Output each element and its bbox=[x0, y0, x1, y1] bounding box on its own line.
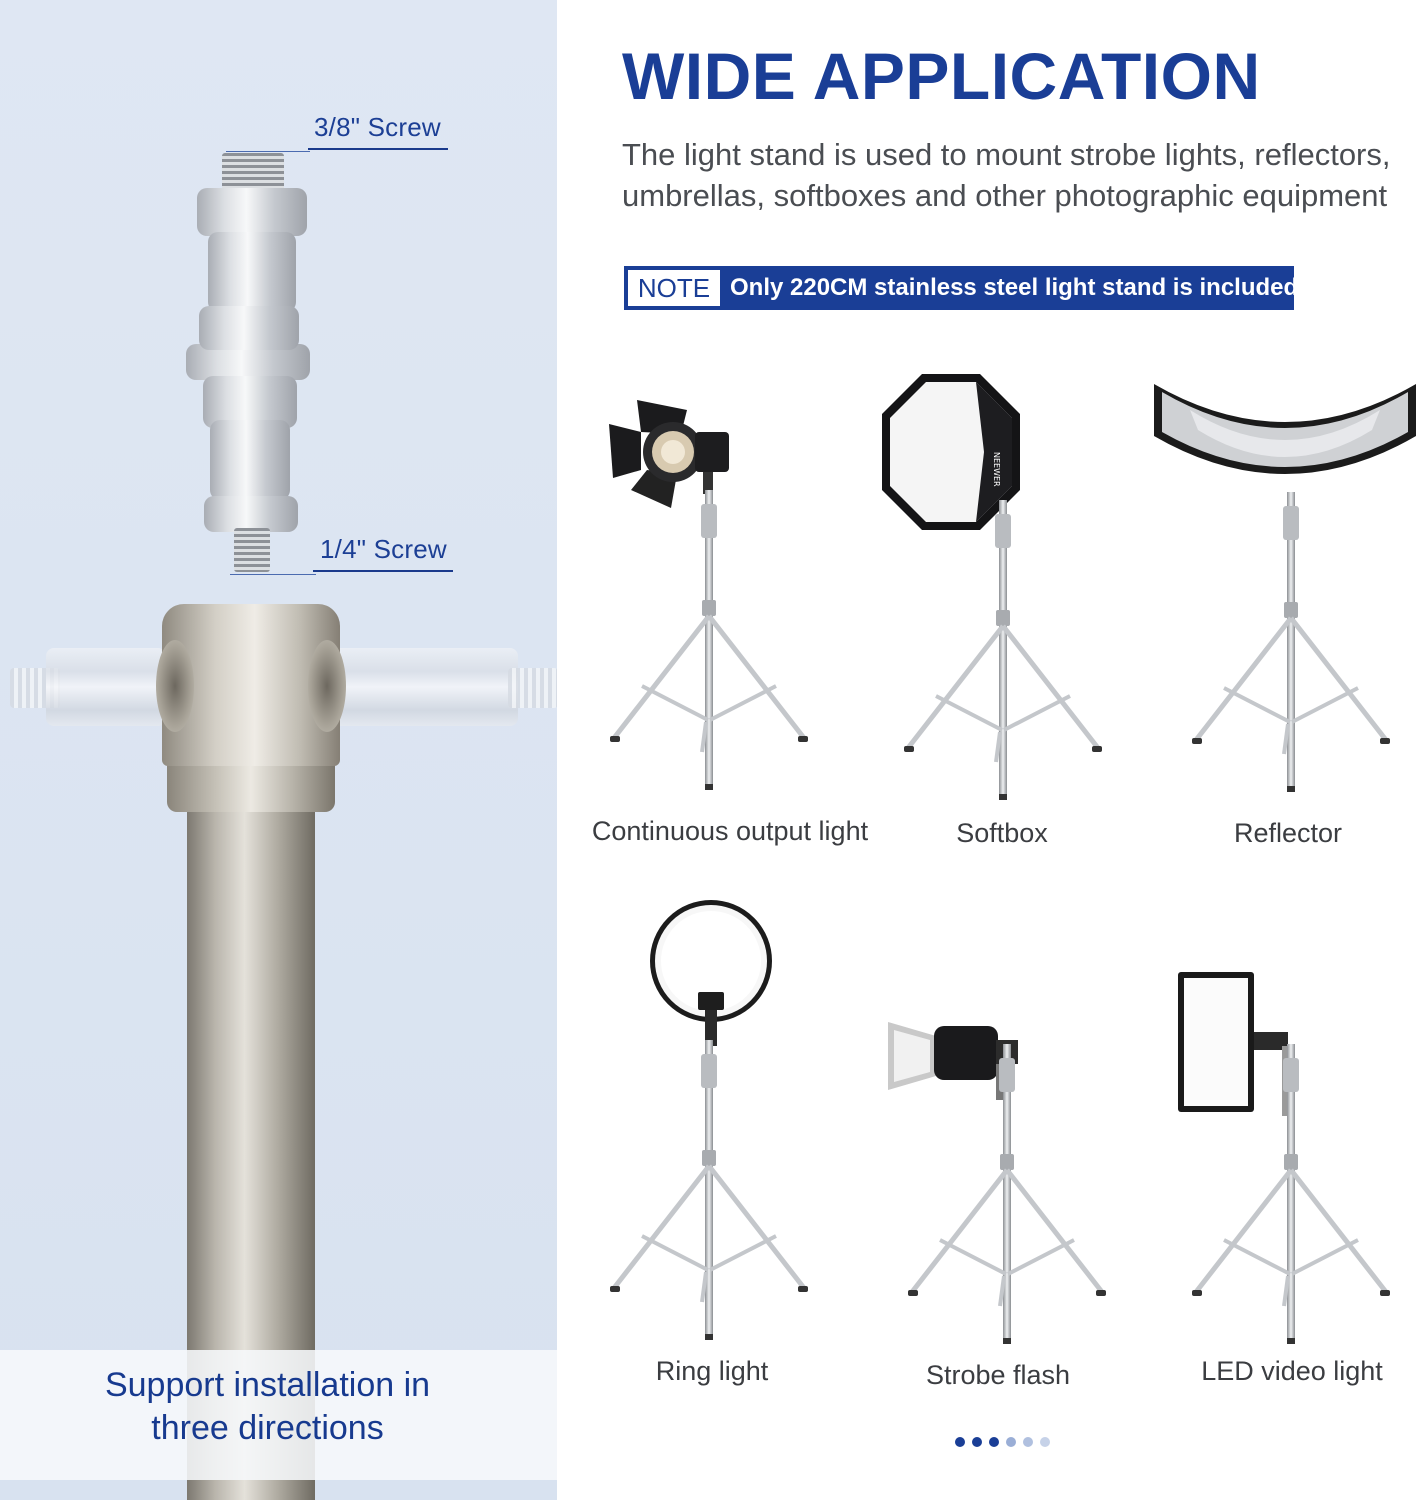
ring-light-icon bbox=[648, 898, 774, 1048]
bottom-screw-leader bbox=[230, 574, 316, 575]
left-side-spigot bbox=[46, 648, 166, 726]
app-label-strobe-flash: Strobe flash bbox=[925, 1360, 1071, 1390]
note-badge: NOTE bbox=[628, 270, 720, 306]
pagination-dot[interactable] bbox=[1006, 1437, 1016, 1447]
app-label-ring-light: Ring light bbox=[655, 1356, 769, 1386]
right-side-spigot bbox=[332, 648, 518, 726]
support-caption: Support installation in three directions bbox=[0, 1364, 535, 1450]
pagination-dot[interactable] bbox=[1040, 1437, 1050, 1447]
pagination-dot[interactable] bbox=[1023, 1437, 1033, 1447]
spigot-upper-body bbox=[197, 188, 307, 236]
left-panel: 3/8" Screw 1/4" Screw Support installati… bbox=[0, 0, 557, 1500]
reflector-icon bbox=[1150, 380, 1420, 490]
strobe-flash-icon bbox=[884, 1018, 1024, 1102]
top-screw-underline bbox=[308, 148, 448, 150]
spigot-bottom-thread bbox=[234, 528, 270, 572]
carousel-pagination bbox=[955, 1437, 1050, 1449]
support-caption-band bbox=[0, 1350, 557, 1480]
right-side-thread bbox=[508, 668, 557, 708]
stand-ring-light bbox=[604, 1040, 814, 1340]
spigot-top-thread bbox=[222, 153, 284, 193]
svg-text:NEEWER: NEEWER bbox=[992, 452, 1001, 487]
spigot-collar bbox=[186, 344, 310, 380]
hub-left-hole bbox=[156, 640, 194, 732]
app-label-led-video-light: LED video light bbox=[1201, 1356, 1383, 1386]
spigot-mid bbox=[199, 306, 299, 350]
bottom-screw-label: 1/4" Screw bbox=[320, 534, 447, 564]
spigot-lower-neck bbox=[210, 420, 290, 500]
softbox-icon: NEEWER bbox=[880, 372, 1022, 532]
stand-strobe-flash bbox=[902, 1044, 1112, 1344]
note-text: Only 220CM stainless steel light stand i… bbox=[730, 274, 1305, 301]
support-caption-line-1: Support installation in bbox=[104, 1366, 431, 1404]
app-label-continuous-light: Continuous output light bbox=[591, 816, 869, 846]
continuous-light-icon bbox=[607, 392, 733, 512]
pagination-dot[interactable] bbox=[955, 1437, 965, 1447]
page-title: WIDE APPLICATION bbox=[622, 39, 1261, 113]
top-screw-leader bbox=[226, 151, 310, 152]
note-banner bbox=[624, 266, 1294, 310]
support-caption-line-2: three directions bbox=[151, 1409, 384, 1447]
hub-right-hole bbox=[308, 640, 346, 732]
spigot-upper-neck bbox=[208, 232, 296, 312]
app-label-softbox: Softbox bbox=[956, 818, 1048, 848]
top-screw-label: 3/8" Screw bbox=[314, 112, 441, 142]
spigot-base bbox=[204, 496, 298, 532]
pagination-dot[interactable] bbox=[989, 1437, 999, 1447]
stand-softbox bbox=[898, 500, 1108, 800]
pagination-dot[interactable] bbox=[972, 1437, 982, 1447]
stand-reflector bbox=[1186, 492, 1396, 792]
bottom-screw-underline bbox=[313, 570, 453, 572]
hub-collar bbox=[167, 760, 335, 812]
app-label-reflector: Reflector bbox=[1233, 818, 1343, 848]
page-description: The light stand is used to mount strobe … bbox=[622, 137, 1391, 213]
spigot-lower bbox=[203, 376, 297, 428]
stand-led-panel bbox=[1186, 1044, 1396, 1344]
stand-continuous-light bbox=[604, 490, 814, 790]
